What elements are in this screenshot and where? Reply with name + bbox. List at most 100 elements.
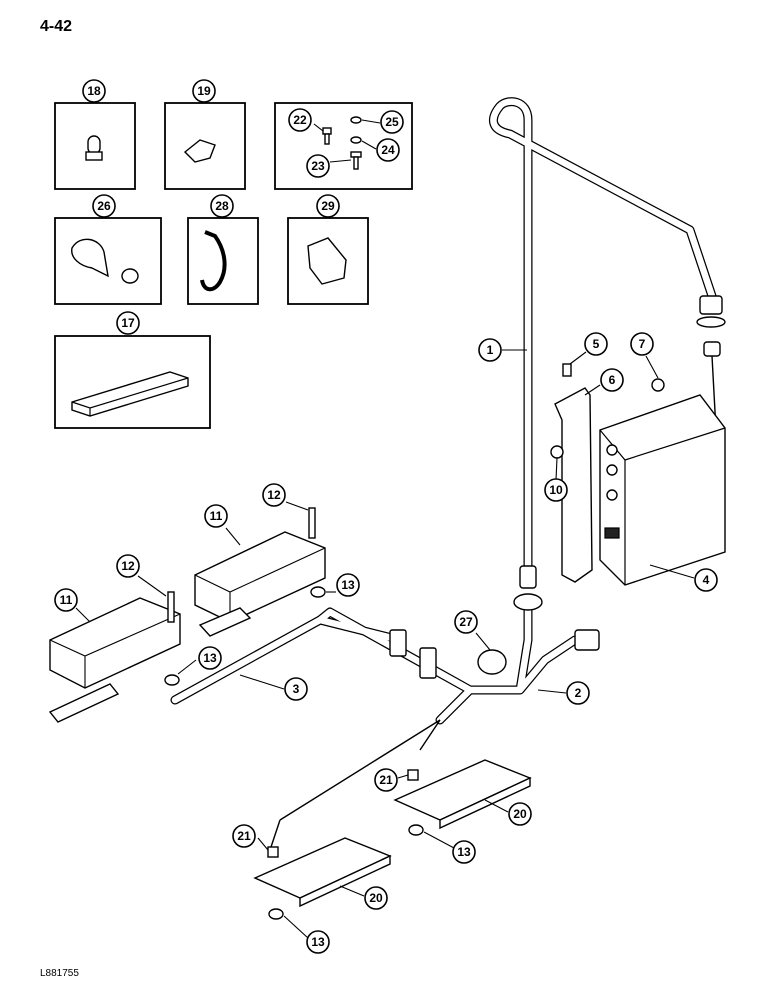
- svg-text:20: 20: [369, 891, 383, 905]
- svg-text:11: 11: [210, 509, 223, 523]
- bolt-12-lower: [167, 591, 175, 623]
- svg-text:24: 24: [381, 143, 395, 157]
- grommet-13-d: [268, 908, 284, 920]
- svg-text:28: 28: [215, 199, 229, 213]
- svg-text:2: 2: [575, 686, 582, 700]
- cable-tie-icon: [200, 230, 227, 292]
- grommet-13-b: [164, 674, 180, 686]
- svg-text:3: 3: [293, 682, 300, 696]
- callout-20-lower: 20: [364, 886, 388, 910]
- callout-5: 5: [584, 332, 608, 356]
- callout-13-d: 13: [306, 930, 330, 954]
- wiring-harness: [170, 593, 600, 851]
- svg-text:18: 18: [87, 84, 101, 98]
- callout-22: 22: [288, 108, 312, 132]
- callout-10: 10: [544, 478, 568, 502]
- svg-text:23: 23: [311, 159, 325, 173]
- cap-27: [477, 649, 507, 675]
- bolt-icon: [350, 151, 362, 170]
- callout-23: 23: [306, 154, 330, 178]
- svg-text:29: 29: [321, 199, 335, 213]
- leader-lines: [75, 119, 695, 939]
- inset-panels: [54, 102, 413, 429]
- washer-icon: [350, 136, 362, 144]
- callout-12-lower: 12: [116, 554, 140, 578]
- callout-21-upper: 21: [374, 768, 398, 792]
- svg-text:13: 13: [311, 935, 325, 949]
- figure-code: L881755: [40, 968, 79, 979]
- svg-text:1: 1: [487, 343, 494, 357]
- inset-panel-17: [54, 335, 211, 429]
- bolt-10: [550, 445, 564, 459]
- callout-21-lower: 21: [232, 824, 256, 848]
- svg-text:13: 13: [341, 578, 355, 592]
- callout-24: 24: [376, 138, 400, 162]
- callout-25: 25: [380, 110, 404, 134]
- callout-17: 17: [116, 311, 140, 335]
- bolt-5: [562, 363, 572, 377]
- callout-12-upper: 12: [262, 483, 286, 507]
- nut-icon: [350, 116, 362, 124]
- grommet-13-c: [408, 824, 424, 836]
- callout-11-lower: 11: [54, 588, 78, 612]
- callout-13-b: 13: [198, 646, 222, 670]
- callout-11-upper: 11: [204, 504, 228, 528]
- callout-13-a: 13: [336, 573, 360, 597]
- svg-text:22: 22: [293, 113, 307, 127]
- svg-text:17: 17: [121, 316, 135, 330]
- callout-29: 29: [316, 194, 340, 218]
- svg-text:13: 13: [203, 651, 217, 665]
- switch-module-upper: [194, 531, 326, 637]
- callout-1: 1: [478, 338, 502, 362]
- inset-panel-19: [164, 102, 246, 190]
- bracket: [554, 387, 593, 583]
- svg-text:20: 20: [513, 807, 527, 821]
- svg-text:27: 27: [459, 615, 473, 629]
- callout-19: 19: [192, 79, 216, 103]
- callout-27: 27: [454, 610, 478, 634]
- clip-icon: [183, 139, 216, 163]
- inset-panel-18: [54, 102, 136, 190]
- screw-21-lower: [267, 846, 279, 858]
- callout-3: 3: [284, 677, 308, 701]
- nut-7: [651, 378, 665, 392]
- inset-panel-29: [287, 217, 369, 305]
- svg-text:21: 21: [237, 829, 251, 843]
- switch-module-lower: [48, 597, 181, 723]
- svg-text:6: 6: [609, 373, 616, 387]
- svg-text:26: 26: [97, 199, 111, 213]
- callout-18: 18: [82, 79, 106, 103]
- svg-text:5: 5: [593, 337, 600, 351]
- svg-text:4: 4: [703, 573, 710, 587]
- callout-13-c: 13: [452, 840, 476, 864]
- grommet-icon: [71, 238, 109, 278]
- callouts: 1 2 3 4 5 6 7 10 11 11 12 12 13 13 13 13…: [54, 79, 718, 954]
- svg-text:13: 13: [457, 845, 471, 859]
- svg-text:21: 21: [379, 773, 393, 787]
- callout-20-upper: 20: [508, 802, 532, 826]
- page-number: 4-42: [40, 18, 73, 35]
- bolt-12-upper: [308, 507, 316, 539]
- callout-2: 2: [566, 681, 590, 705]
- callout-26: 26: [92, 194, 116, 218]
- svg-text:12: 12: [121, 559, 135, 573]
- harness-tube: [489, 97, 726, 589]
- svg-text:25: 25: [385, 115, 399, 129]
- callout-7: 7: [630, 332, 654, 356]
- floor-module-lower: [253, 837, 392, 908]
- inset-panel-28: [187, 217, 259, 305]
- svg-text:10: 10: [549, 483, 563, 497]
- pad-icon: [307, 237, 347, 285]
- callout-28: 28: [210, 194, 234, 218]
- floor-module-upper: [393, 759, 532, 830]
- svg-text:7: 7: [639, 337, 646, 351]
- svg-text:12: 12: [267, 488, 281, 502]
- grommet-13-a: [310, 586, 326, 598]
- screw-21-upper: [407, 769, 419, 781]
- callout-6: 6: [600, 368, 624, 392]
- svg-text:19: 19: [197, 84, 211, 98]
- bulb-icon: [85, 135, 103, 161]
- svg-text:11: 11: [60, 593, 73, 607]
- callout-4: 4: [694, 568, 718, 592]
